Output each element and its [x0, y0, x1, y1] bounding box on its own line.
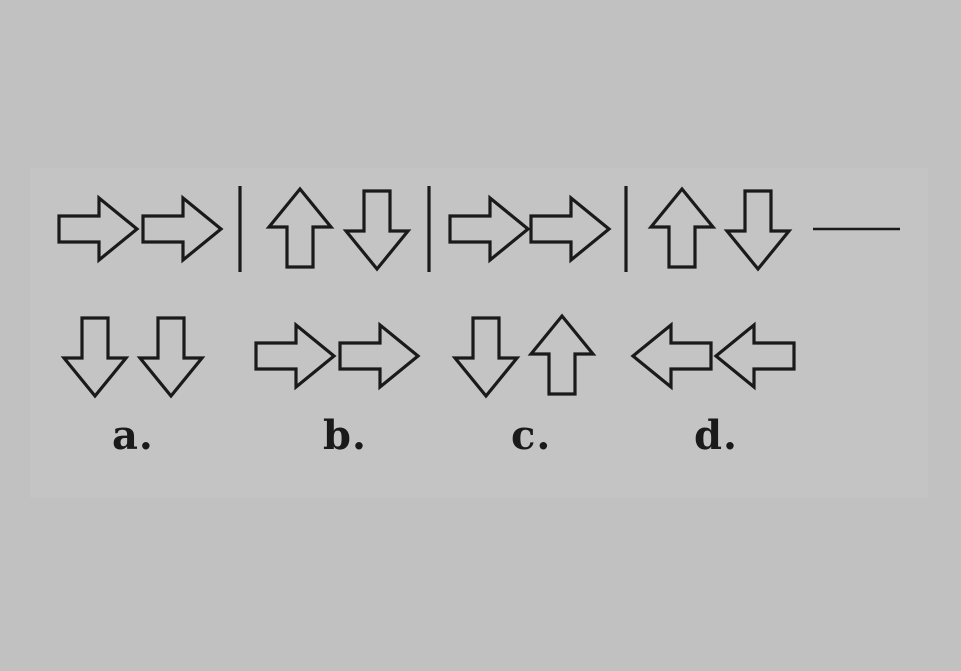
option-a-down-arrow-icon — [136, 316, 206, 399]
question-row — [57, 186, 900, 272]
option-c-label[interactable]: c. — [511, 412, 552, 459]
option-d-label[interactable]: d. — [694, 412, 738, 459]
question-term-3-right-arrow-icon — [448, 194, 531, 264]
option-c-up-arrow-icon — [527, 313, 597, 396]
option-a-down-arrow-icon — [60, 316, 130, 399]
option-a-label[interactable]: a. — [112, 412, 154, 459]
option-b-right-arrow-icon — [338, 321, 421, 391]
option-d-left-arrow-icon — [713, 321, 796, 391]
question-term-4-up-arrow-icon — [647, 186, 717, 269]
question-term-1-right-arrow-icon — [141, 194, 224, 264]
question-term-2-down-arrow-icon — [342, 189, 412, 272]
question-term-4-down-arrow-icon — [723, 189, 793, 272]
question-term-2-up-arrow-icon — [265, 186, 335, 269]
question-term-1-right-arrow-icon — [57, 194, 140, 264]
option-c-down-arrow-icon — [451, 316, 521, 399]
option-d-left-arrow-icon — [630, 321, 713, 391]
option-b-right-arrow-icon — [254, 321, 337, 391]
question-term-3-right-arrow-icon — [529, 194, 612, 264]
option-b-label[interactable]: b. — [323, 412, 367, 459]
options-row — [60, 313, 796, 399]
puzzle-panel — [30, 168, 928, 498]
